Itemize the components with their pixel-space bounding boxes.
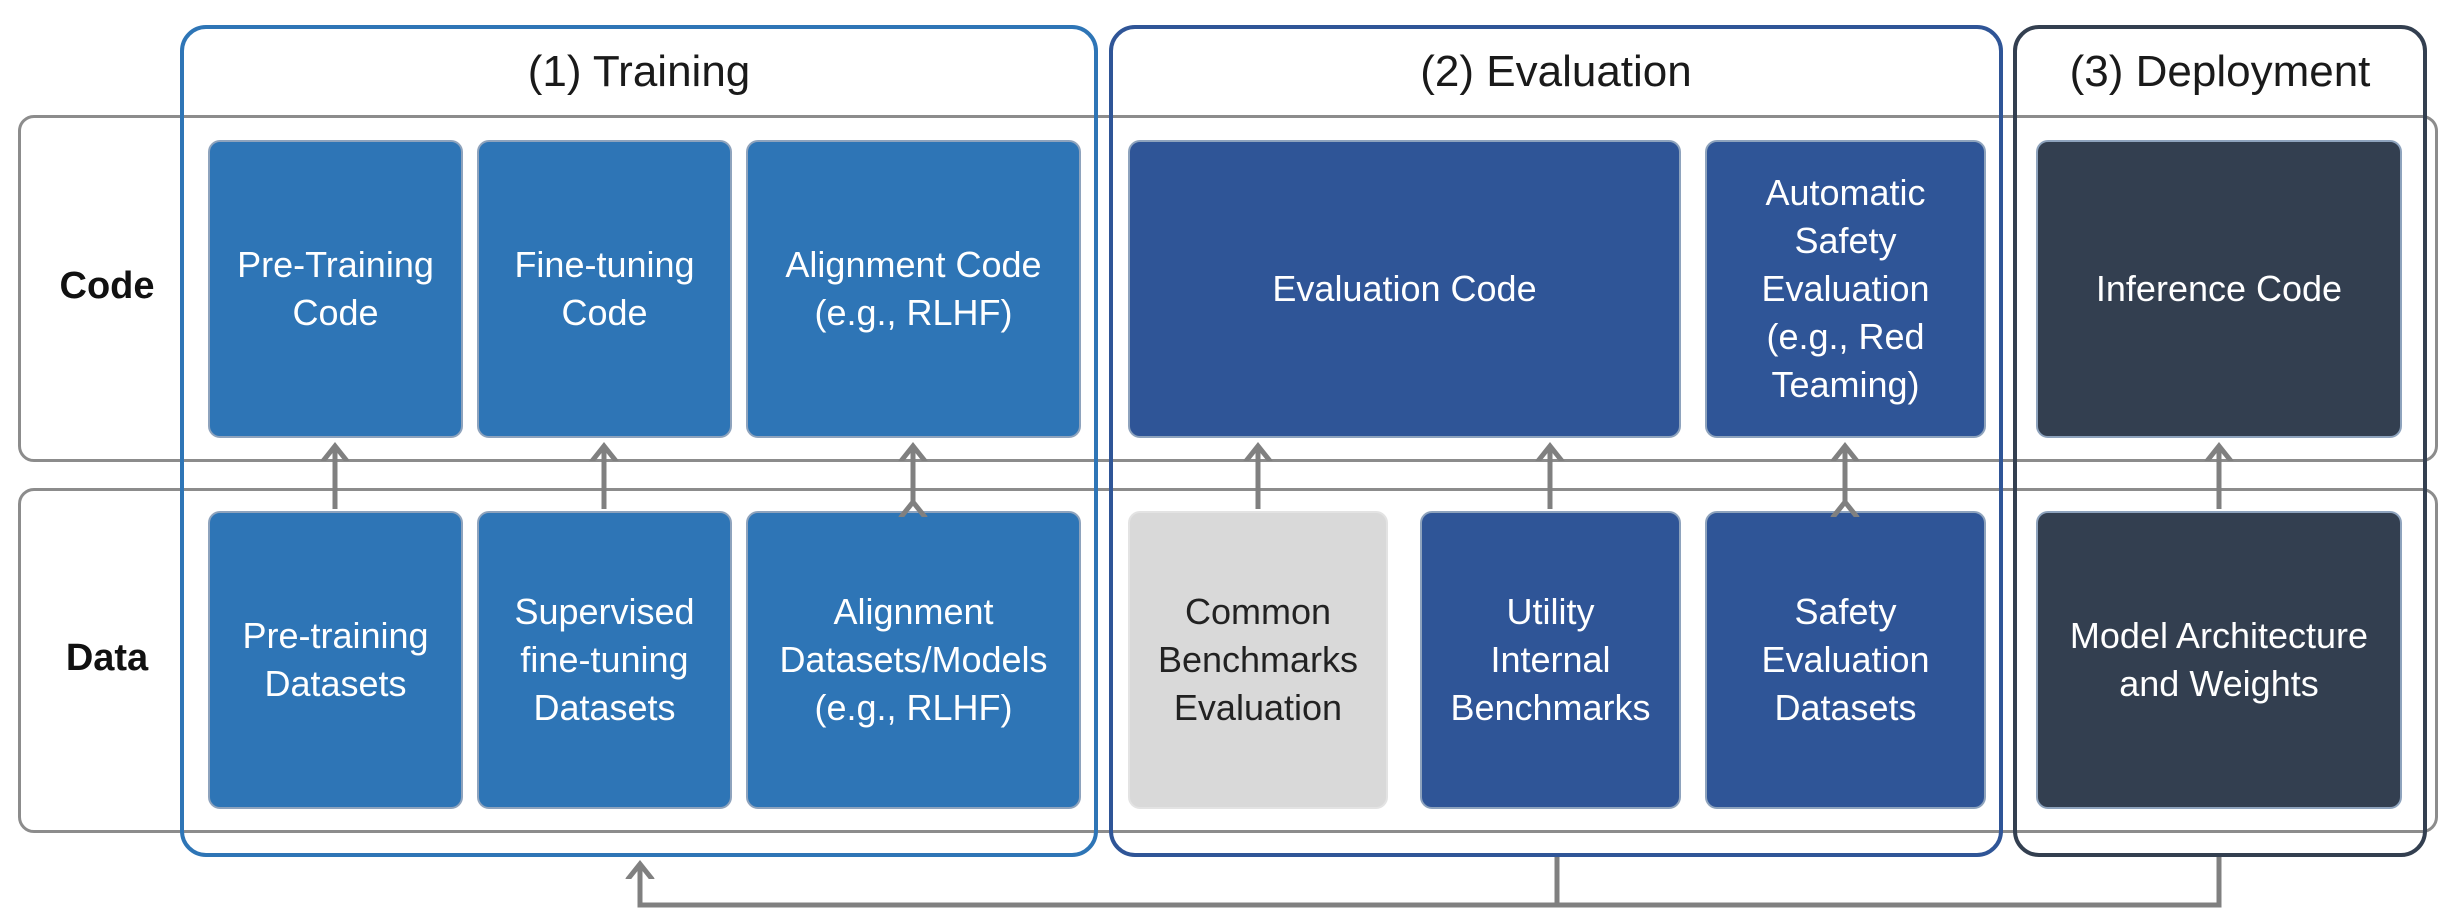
supervised-finetuning-datasets-box: Supervised fine-tuning Datasets [477,511,732,809]
feedback-loop-arrow [640,857,2222,908]
utility-benchmarks-box: Utility Internal Benchmarks [1420,511,1681,809]
pretraining-code-label: Pre-Training Code [237,244,434,333]
pretraining-code-box: Pre-Training Code [208,140,463,438]
evaluation-code-label: Evaluation Code [1272,268,1537,309]
data-row-label: Data [65,637,149,679]
inference-code-box: Inference Code [2036,140,2402,438]
common-benchmarks-label: Common Benchmarks Evaluation [1157,591,1359,728]
pretraining-datasets-box: Pre-training Datasets [208,511,463,809]
deployment-stage-title: (3) Deployment [2069,47,2371,96]
code-row-band [18,115,2438,462]
finetuning-code-label: Fine-tuning Code [514,244,695,333]
safety-evaluation-datasets-label: Safety Evaluation Datasets [1761,591,1930,728]
training-stage-title: (1) Training [527,47,751,96]
safety-evaluation-datasets-box: Safety Evaluation Datasets [1705,511,1986,809]
safety-evaluation-code-label: Automatic Safety Evaluation (e.g., Red T… [1761,172,1930,405]
training-stage: (1) Training [180,25,1098,857]
pretraining-datasets-label: Pre-training Datasets [242,615,429,704]
evaluation-stage: (2) Evaluation [1109,25,2003,857]
model-weights-label: Model Architecture and Weights [2069,615,2369,704]
safety-evaluation-code-box: Automatic Safety Evaluation (e.g., Red T… [1705,140,1986,438]
deployment-stage: (3) Deployment [2013,25,2427,857]
data-row-band [18,488,2438,833]
finetuning-code-box: Fine-tuning Code [477,140,732,438]
inference-code-label: Inference Code [2095,268,2343,309]
common-benchmarks-box: Common Benchmarks Evaluation [1128,511,1388,809]
alignment-code-label: Alignment Code (e.g., RLHF) [785,244,1042,333]
supervised-finetuning-datasets-label: Supervised fine-tuning Datasets [514,591,695,728]
evaluation-code-box: Evaluation Code [1128,140,1681,438]
evaluation-stage-title: (2) Evaluation [1420,47,1692,96]
utility-benchmarks-label: Utility Internal Benchmarks [1450,591,1651,728]
alignment-code-box: Alignment Code (e.g., RLHF) [746,140,1081,438]
model-weights-box: Model Architecture and Weights [2036,511,2402,809]
alignment-datasets-label: Alignment Datasets/Models (e.g., RLHF) [779,591,1048,728]
alignment-datasets-box: Alignment Datasets/Models (e.g., RLHF) [746,511,1081,809]
code-row-label: Code [59,265,155,307]
